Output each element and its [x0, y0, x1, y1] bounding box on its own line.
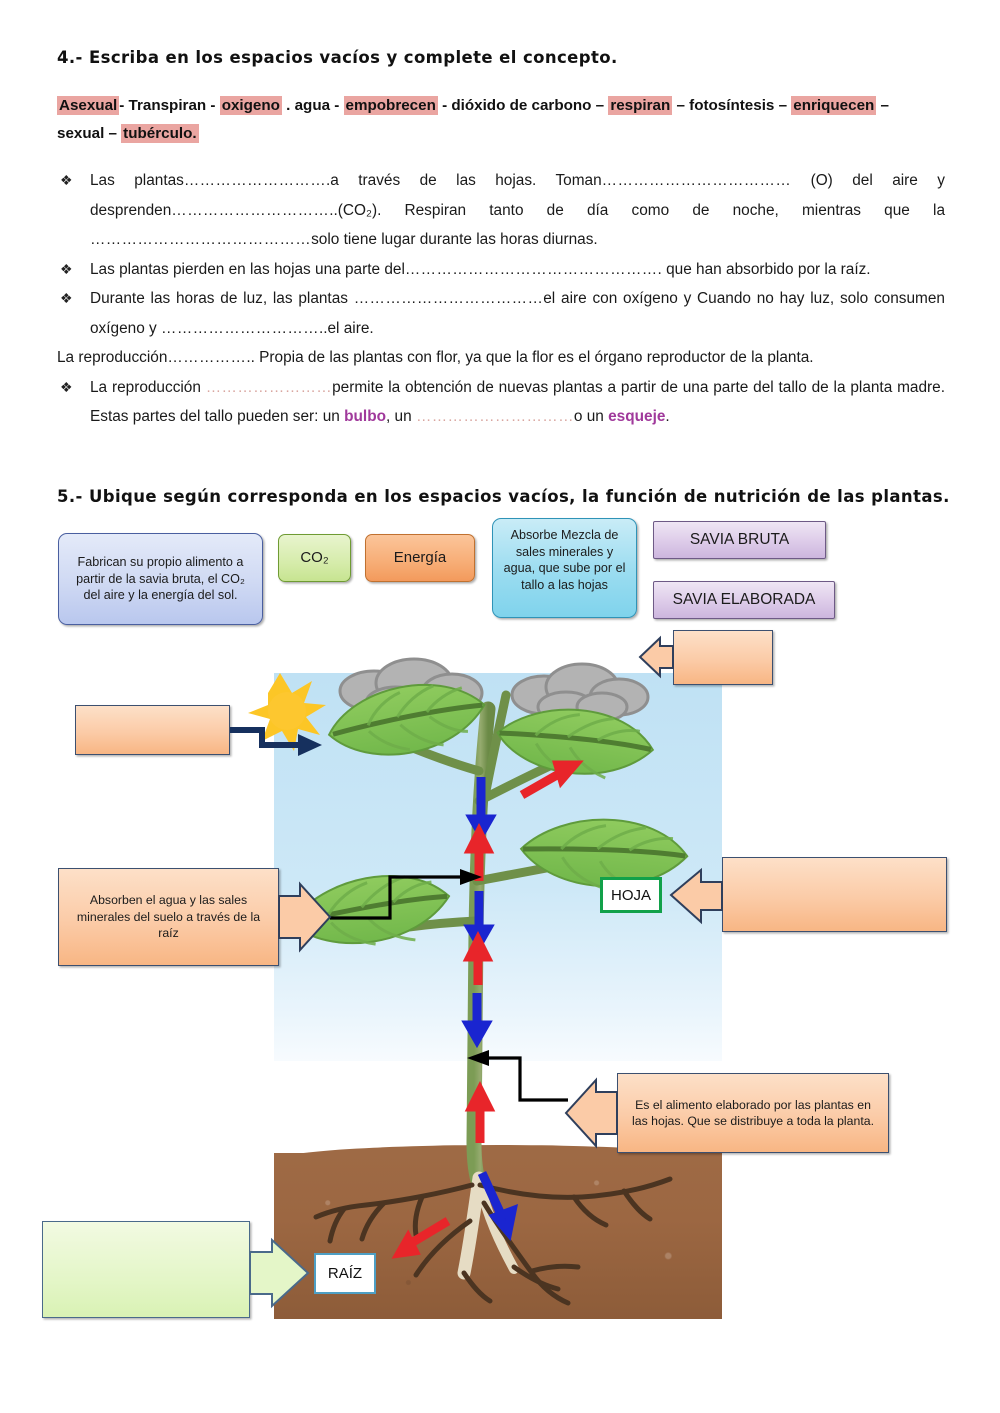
callout-top-left-blank[interactable] — [75, 705, 230, 755]
wordbank-highlighted-word: tubérculo. — [121, 124, 199, 143]
wordbank-highlighted-word: Asexual — [57, 96, 120, 115]
wordbank-highlighted-word: empobrecen — [343, 96, 438, 115]
question-5-heading: 5.- Ubique según corresponda en los espa… — [57, 487, 950, 506]
statement-text: Las plantas pierden en las hojas una par… — [90, 260, 871, 278]
word-box-energia[interactable]: Energía — [365, 534, 475, 582]
callout-savia-elaborada-desc[interactable]: Es el alimento elaborado por las plantas… — [617, 1073, 889, 1153]
statement-item: ❖ Las plantas pierden en las hojas una pa… — [57, 255, 945, 285]
statement-text: La reproducción…………….. Propia de las pla… — [57, 349, 814, 366]
answer-blank[interactable]: ……………………………… — [353, 290, 544, 307]
answer-blank[interactable]: …………… — [167, 349, 247, 366]
sap-flow-arrows — [391, 760, 584, 1259]
callout-savia-elaborada-desc-text: Es el alimento elaborado por las plantas… — [632, 1097, 874, 1129]
statement-item: ❖ La reproducción ……………………permite la obte… — [57, 373, 945, 432]
label-raiz: RAÍZ — [314, 1253, 376, 1294]
wordbank-highlighted-word: enriquecen — [791, 96, 877, 115]
word-box-absorbe[interactable]: Absorbe Mezcla de sales minerales y agua… — [492, 518, 637, 618]
callout-absorben[interactable]: Absorben el agua y las sales minerales d… — [58, 868, 279, 966]
wordbank-text: - Transpiran - — [119, 97, 220, 114]
word-box-fabrican[interactable]: Fabrican su propio alimento a partir de … — [58, 533, 263, 625]
chevron-cloud — [638, 635, 674, 679]
plant-nutrition-diagram — [248, 657, 722, 1319]
statement-item: ❖ Durante las horas de luz, las plantas …… — [57, 284, 945, 343]
answer-blank[interactable]: ……………………………… — [601, 172, 792, 189]
word-box-savia-elaborada[interactable]: SAVIA ELABORADA — [653, 581, 835, 619]
question-4-statements: ❖ Las plantas……………………….a través de las ho… — [57, 166, 945, 432]
label-raiz-text: RAÍZ — [327, 1265, 363, 1282]
word-box-savia-elaborada-label: SAVIA ELABORADA — [672, 590, 816, 608]
wordbank-text: – sexual – — [57, 97, 889, 142]
sun-icon — [248, 673, 326, 751]
wordbank-highlighted-word: respiran — [608, 96, 673, 115]
answer-blank[interactable]: …………………… — [205, 378, 333, 396]
plant-roots — [313, 1171, 673, 1306]
word-box-fabrican-label: Fabrican su propio alimento a partir de … — [76, 555, 245, 603]
label-hoja-text: HOJA — [610, 886, 651, 904]
label-hoja: HOJA — [600, 877, 662, 913]
statement-item: ❖ Las plantas……………………….a través de las ho… — [57, 166, 945, 255]
word-bank: Asexual- Transpiran - oxigeno . agua - e… — [57, 92, 927, 148]
word-box-savia-bruta-label: SAVIA BRUTA — [689, 530, 790, 548]
callout-hoja-blank[interactable] — [722, 857, 947, 932]
answer-blank[interactable]: …………………………………… — [90, 231, 312, 248]
wordbank-text: - dióxido de carbono – — [437, 97, 609, 114]
statement-text: La reproducción ……………………permite la obten… — [90, 378, 945, 426]
answer-blank[interactable]: ………………………… — [171, 201, 330, 219]
wordbank-text: . agua - — [281, 97, 344, 114]
answer-blank[interactable]: ………………………………………… — [404, 260, 658, 278]
bullet-diamond-icon: ❖ — [60, 172, 73, 188]
word-box-energia-label: Energía — [393, 548, 447, 566]
plant-graphic — [248, 657, 689, 1306]
emphasis-word: esqueje — [608, 408, 666, 425]
wordbank-highlighted-word: oxigeno — [219, 96, 282, 115]
answer-blank[interactable]: ………………………… — [415, 408, 574, 425]
statement-text: Durante las horas de luz, las plantas ……… — [90, 290, 945, 337]
word-box-absorbe-label: Absorbe Mezcla de sales minerales y agua… — [503, 528, 626, 592]
emphasis-word: bulbo — [344, 408, 386, 425]
word-box-co2-label: CO₂ — [300, 548, 329, 566]
bullet-diamond-icon: ❖ — [60, 378, 73, 395]
question-4-heading: 4.- Escriba en los espacios vacíos y com… — [57, 48, 618, 67]
statement-item: La reproducción…………….. Propia de las pla… — [57, 343, 945, 373]
wordbank-text: – fotosíntesis – — [672, 97, 792, 114]
bullet-diamond-icon: ❖ — [60, 290, 73, 306]
answer-blank[interactable]: ………………………… — [161, 319, 319, 337]
word-box-savia-bruta[interactable]: SAVIA BRUTA — [653, 521, 826, 559]
statement-text: Las plantas……………………….a través de las hoj… — [90, 172, 945, 248]
callout-raiz-blank[interactable] — [42, 1221, 250, 1318]
answer-blank[interactable]: ……………………… — [183, 172, 326, 189]
bullet-diamond-icon: ❖ — [60, 260, 73, 277]
callout-absorben-text: Absorben el agua y las sales minerales d… — [76, 893, 261, 941]
word-box-co2[interactable]: CO₂ — [278, 534, 351, 582]
callout-cloud-blank[interactable] — [673, 630, 773, 685]
